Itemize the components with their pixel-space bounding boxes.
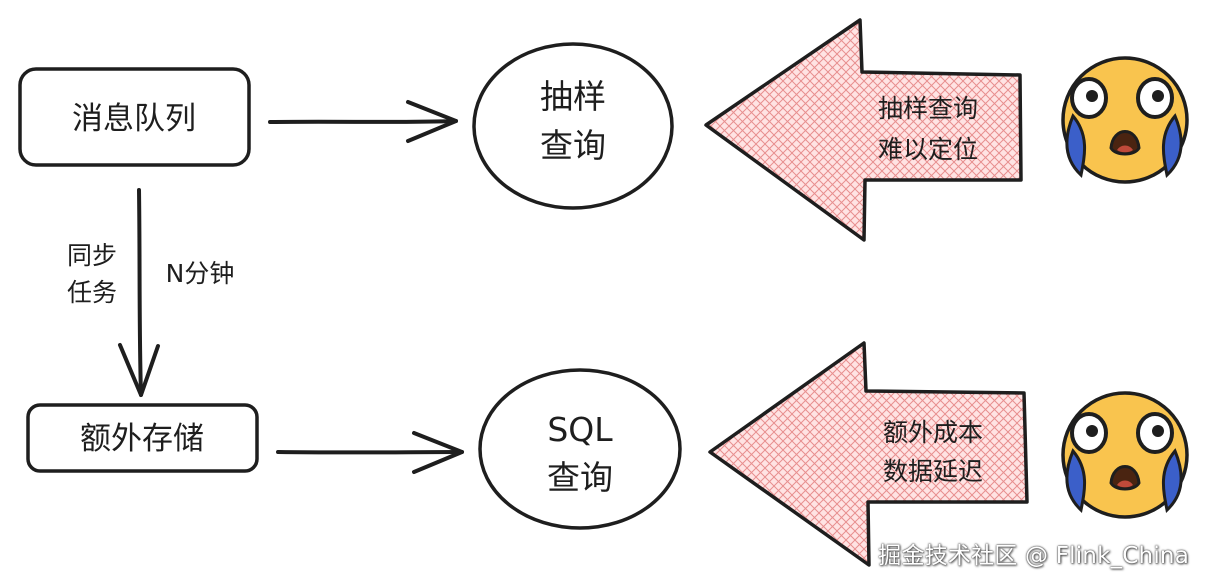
watermark: 掘金技术社区 @ Flink_China — [878, 543, 1189, 569]
interval-label: N分钟 — [166, 259, 235, 288]
sample-query-label-line2: 查询 — [540, 126, 606, 165]
storage-to-sql-arrow — [276, 431, 464, 474]
sample-query-label-line1: 抽样 — [540, 77, 606, 116]
sync-task-label-line2: 任务 — [67, 278, 117, 307]
extra-storage-label: 额外存储 — [80, 421, 204, 457]
extra-storage-node: 额外存储 — [26, 403, 259, 473]
callout-bottom-line2: 数据延迟 — [883, 457, 983, 486]
sample-query-node: 抽样 查询 — [472, 42, 674, 210]
pain-point-callout-top: 抽样查询 难以定位 — [704, 18, 1023, 242]
sql-query-label-line1: SQL — [547, 410, 613, 449]
message-queue-node: 消息队列 — [18, 67, 251, 167]
pain-point-callout-bottom: 额外成本 数据延迟 — [708, 341, 1029, 567]
sql-query-label-line2: 查询 — [547, 458, 613, 497]
sync-task-label-line1: 同步 — [67, 241, 117, 270]
sql-query-node: SQL 查询 — [478, 368, 682, 530]
callout-bottom-line1: 额外成本 — [883, 418, 983, 447]
queue-to-sample-arrow — [268, 100, 458, 143]
message-queue-label: 消息队列 — [72, 101, 196, 137]
crying-face-icon — [1061, 56, 1189, 184]
sync-arrow — [118, 188, 160, 397]
crying-face-icon — [1061, 391, 1189, 519]
callout-top-line1: 抽样查询 — [878, 94, 978, 123]
callout-top-line2: 难以定位 — [878, 135, 978, 164]
